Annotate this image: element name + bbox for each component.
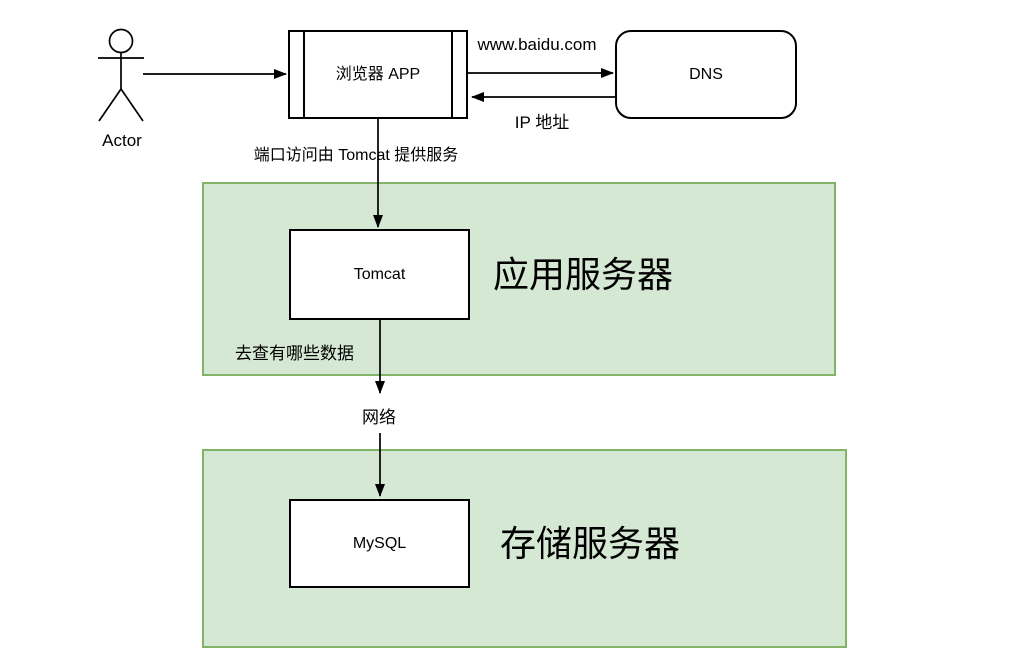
node-tomcat-label: Tomcat [353,265,406,283]
node-mysql: MySQL [289,499,470,588]
node-browser-app-label: 浏览器 APP [335,65,421,83]
node-browser-app: 浏览器 APP [288,30,468,119]
edge-label-dns-response: IP 地址 [514,113,570,132]
node-mysql-label: MySQL [352,534,407,552]
actor-figure [98,28,144,122]
edge-label-network: 网络 [362,408,396,427]
edge-label-dns-request: www.baidu.com [477,35,597,54]
edge-label-query-data: 去查有哪些数据 [235,344,354,363]
process-bar-right [451,32,453,117]
actor-label: Actor [102,131,142,150]
node-dns-label: DNS [689,65,723,83]
node-dns: DNS [615,30,797,119]
process-bar-left [303,32,305,117]
node-tomcat: Tomcat [289,229,470,320]
edge-label-port-service: 端口访问由 Tomcat 提供服务 [253,147,459,164]
container-title-storage-server: 存储服务器 [500,523,681,564]
container-title-app-server: 应用服务器 [493,254,674,295]
